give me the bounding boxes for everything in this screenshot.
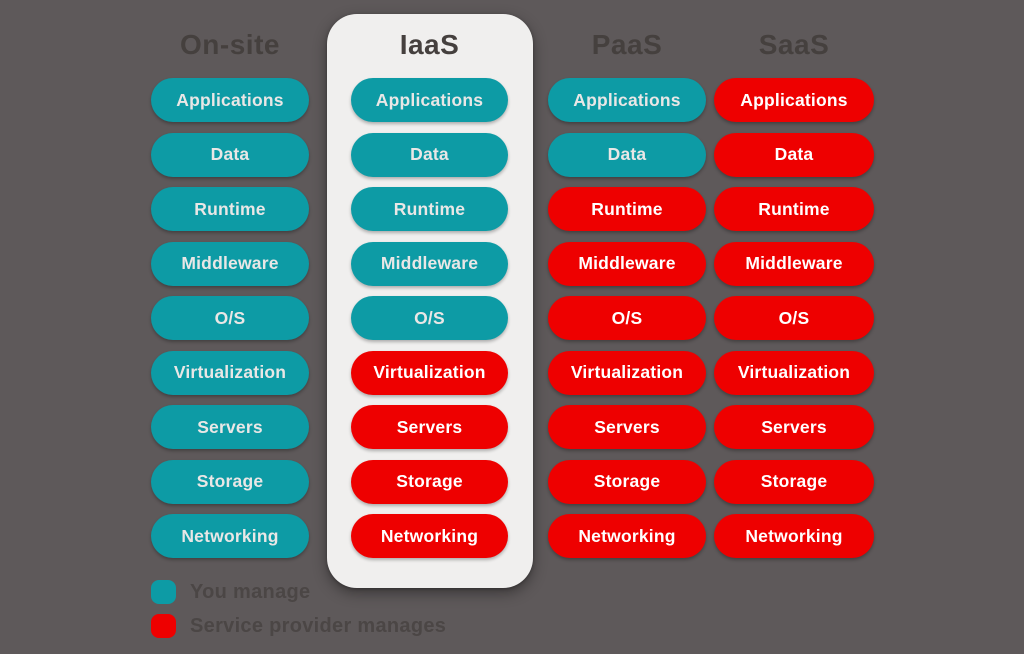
layer-pill-iaas-applications: Applications: [351, 78, 508, 122]
layer-pill-saas-middleware: Middleware: [714, 241, 874, 286]
layer-pill-on-site-applications: Applications: [151, 78, 309, 122]
layer-pill-paas-networking: Networking: [548, 514, 706, 558]
column-title-iaas: IaaS: [399, 29, 460, 60]
layer-pill-on-site-runtime: Runtime: [151, 187, 309, 231]
legend-swatch-provider-icon: [151, 614, 176, 638]
layer-pill-saas-storage: Storage: [714, 459, 874, 504]
legend-label: You manage: [190, 580, 311, 603]
layer-pill-iaas-networking: Networking: [351, 514, 508, 558]
layer-pill-iaas-servers: Servers: [351, 405, 508, 449]
layer-pill-paas-o-s: O/S: [548, 296, 706, 340]
layer-pill-saas-applications: Applications: [714, 78, 874, 122]
layer-pill-iaas-runtime: Runtime: [351, 187, 508, 231]
layer-pill-on-site-servers: Servers: [151, 405, 309, 449]
legend-item-service-provider-manages: Service provider manages: [151, 614, 446, 638]
layer-pill-saas-networking: Networking: [714, 514, 874, 558]
layer-pill-paas-runtime: Runtime: [548, 187, 706, 231]
column-title-paas: PaaS: [591, 29, 663, 60]
layer-pill-on-site-storage: Storage: [151, 459, 309, 504]
layer-pill-saas-o-s: O/S: [714, 296, 874, 340]
layer-pill-saas-virtualization: Virtualization: [714, 350, 874, 395]
layer-pill-iaas-virtualization: Virtualization: [351, 350, 508, 395]
layer-pill-paas-servers: Servers: [548, 405, 706, 449]
layer-pill-iaas-o-s: O/S: [351, 296, 508, 340]
layer-pill-on-site-o-s: O/S: [151, 296, 309, 340]
layer-pill-paas-storage: Storage: [548, 459, 706, 504]
layer-pill-paas-virtualization: Virtualization: [548, 350, 706, 395]
layer-pill-on-site-virtualization: Virtualization: [151, 350, 309, 395]
legend-item-you-manage: You manage: [151, 580, 446, 604]
layer-pill-iaas-data: Data: [351, 132, 508, 177]
column-title-saas: SaaS: [758, 29, 830, 60]
layer-pill-iaas-middleware: Middleware: [351, 241, 508, 286]
legend-swatch-you-icon: [151, 580, 176, 604]
layer-pill-on-site-networking: Networking: [151, 514, 309, 558]
layer-pill-saas-servers: Servers: [714, 405, 874, 449]
layer-pill-paas-middleware: Middleware: [548, 241, 706, 286]
layer-pill-saas-runtime: Runtime: [714, 187, 874, 231]
layer-pill-iaas-storage: Storage: [351, 459, 508, 504]
layer-pill-paas-applications: Applications: [548, 78, 706, 122]
column-title-on-site: On-site: [180, 29, 280, 60]
layer-pill-on-site-data: Data: [151, 132, 309, 177]
legend-label: Service provider manages: [190, 614, 447, 637]
layer-pill-paas-data: Data: [548, 132, 706, 177]
layer-pill-on-site-middleware: Middleware: [151, 241, 309, 286]
layer-pill-saas-data: Data: [714, 132, 874, 177]
